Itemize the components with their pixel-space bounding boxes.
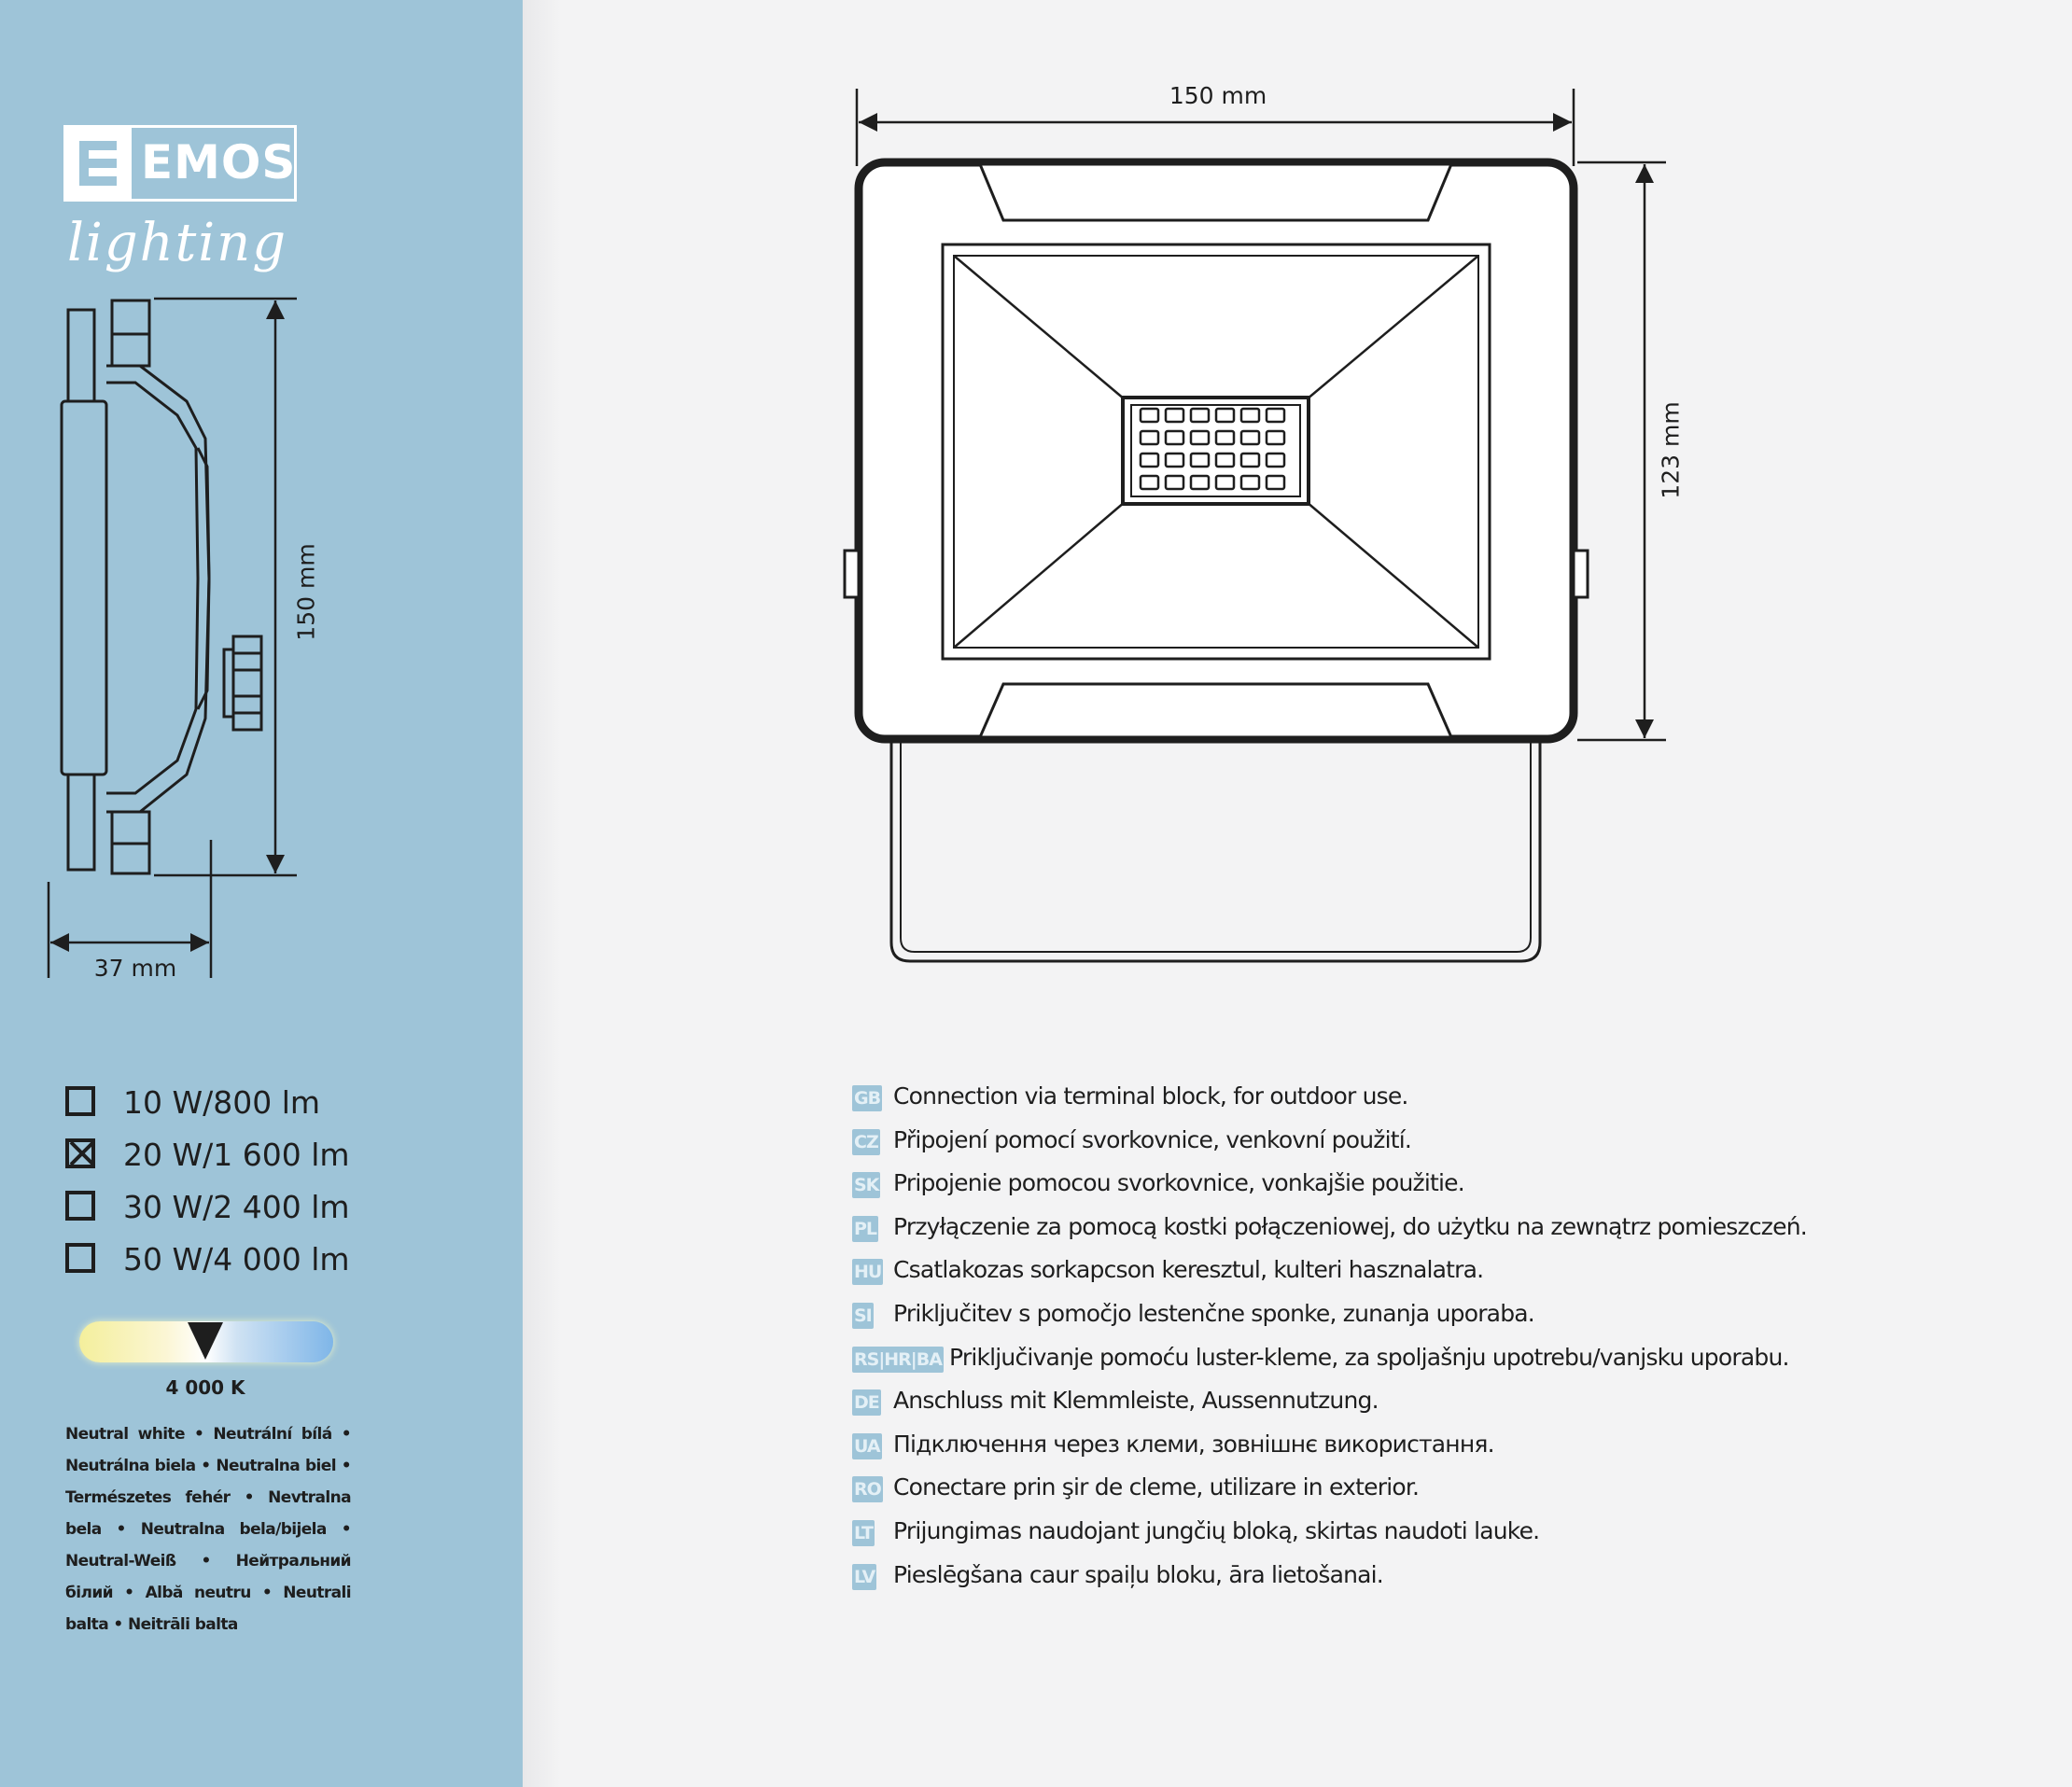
language-code-badge: CZ [852, 1128, 880, 1155]
front-height-label: 123 mm [1657, 401, 1685, 499]
language-code-badge: RO [852, 1476, 883, 1503]
language-text: Anschluss mit Klemmleiste, Aussennutzung… [893, 1387, 1379, 1415]
checked-checkbox-icon [65, 1138, 95, 1168]
led-array [1139, 407, 1286, 491]
brand-subtitle: lighting [67, 213, 288, 273]
side-dimensions [47, 297, 297, 978]
color-temperature-value: 4 000 K [165, 1376, 245, 1399]
language-text: Connection via terminal block, for outdo… [893, 1082, 1408, 1110]
language-text: Pripojenie pomocou svorkovnice, vonkajši… [893, 1169, 1465, 1197]
checkbox-icon [65, 1086, 95, 1116]
front-view-drawing [843, 158, 1589, 963]
language-code-badge: LV [852, 1563, 877, 1590]
language-text: Підключення через клеми, зовнішнє викори… [893, 1430, 1495, 1458]
language-text: Priključitev s pomočjo lestenčne sponke,… [893, 1299, 1535, 1327]
language-code-badge: LT [852, 1519, 875, 1546]
color-temperature-pointer-icon [188, 1322, 223, 1360]
language-text: Przyłączenie za pomocą kostki połączenio… [893, 1212, 1808, 1240]
language-code-badge: PL [852, 1215, 879, 1242]
language-code-badge: HU [852, 1259, 884, 1286]
language-text: Pieslēgšana caur spaiļu bloku, āra lieto… [893, 1560, 1384, 1588]
option-label: 10 W/800 lm [123, 1084, 321, 1121]
color-temperature-description: Neutral white • Neutrální bílá • Neutrál… [65, 1425, 352, 1634]
front-width-label: 150 mm [1169, 82, 1267, 109]
option-label: 50 W/4 000 lm [123, 1241, 350, 1277]
language-code-badge: DE [852, 1389, 881, 1417]
checkbox-icon [65, 1191, 95, 1221]
front-dimensions [855, 89, 1666, 742]
side-depth-label: 37 mm [93, 955, 177, 982]
language-code-badge: UA [852, 1432, 882, 1459]
checkbox-icon [65, 1243, 95, 1273]
brand-name: EMOS [141, 135, 297, 189]
emos-logo: EMOS [63, 125, 297, 202]
language-code-badge: SI [852, 1302, 874, 1329]
side-height-label: 150 mm [292, 543, 320, 641]
option-label: 30 W/2 400 lm [123, 1189, 350, 1225]
side-view-drawing [60, 299, 263, 875]
language-text: Připojení pomocí svorkovnice, venkovní p… [893, 1125, 1412, 1153]
language-text: Csatlakozas sorkapcson keresztul, kulter… [893, 1256, 1484, 1284]
emos-logo-mark-icon [66, 128, 132, 199]
language-text: Prijungimas naudojant jungčių bloką, ski… [893, 1516, 1540, 1544]
option-label: 20 W/1 600 lm [123, 1137, 350, 1173]
language-code-badge: GB [852, 1085, 883, 1111]
language-code-badge: RS|HR|BA [852, 1346, 944, 1373]
language-text: Conectare prin şir de cleme, utilizare i… [893, 1473, 1420, 1501]
language-text: Priključivanje pomoću luster-kleme, za s… [949, 1343, 1789, 1371]
language-code-badge: SK [852, 1172, 881, 1199]
